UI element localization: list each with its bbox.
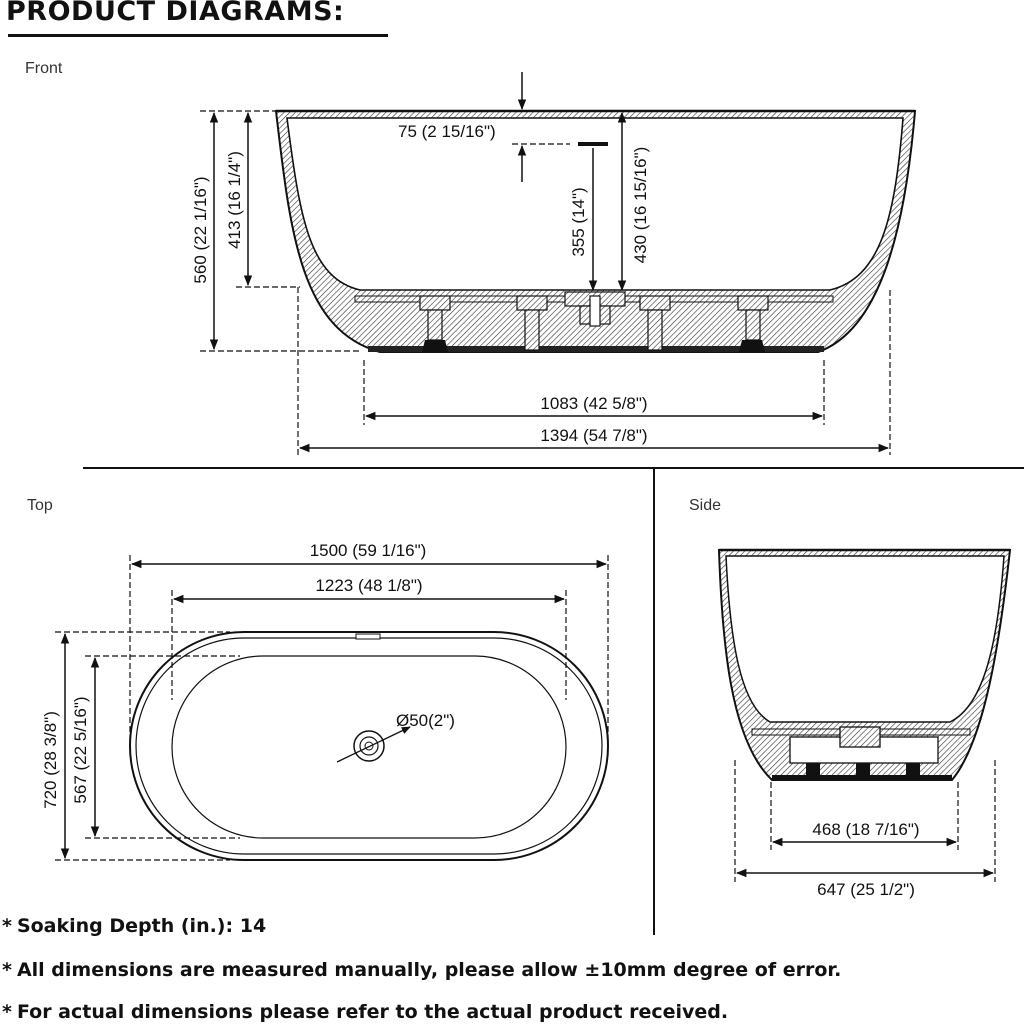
dim-inner-depth: 413 (16 1/4") [225,151,244,249]
dim-total-length: 1394 (54 7/8") [540,426,647,445]
tub-top-outline [129,631,609,861]
dim-base-length: 1083 (42 5/8") [540,394,647,413]
front-view: 560 (22 1/16") 413 (16 1/4") 75 (2 15/16… [191,72,917,455]
dim-total-height: 560 (22 1/16") [191,176,210,283]
note-bullet: * [2,915,12,937]
page-title: PRODUCT DIAGRAMS: [6,0,345,27]
note-soaking-depth: *Soaking Depth (in.): 14 [2,915,266,937]
dim-total-width: 647 (25 1/2") [817,880,915,899]
front-view-label: Front [25,60,63,77]
top-drain [353,730,385,762]
overflow-port [578,142,608,146]
dim-outer-width: 720 (28 3/8") [41,711,60,809]
dim-base-width: 468 (18 7/16") [812,820,919,839]
dim-overflow-height: 355 (14") [569,187,588,256]
dim-drain-diameter: Ø50(2") [396,711,455,730]
soaking-depth-value: 14 [239,915,267,937]
top-view: 1500 (59 1/16") 1223 (48 1/8") 720 (28 3… [41,541,609,861]
dim-inner-width: 567 (22 5/16") [71,696,90,803]
dim-drain-to-rim: 430 (16 15/16") [631,147,650,264]
dim-rim-offset: 75 (2 15/16") [398,122,496,141]
note-actual-dimensions: *For actual dimensions please refer to t… [2,1001,728,1023]
dim-inner-length: 1223 (48 1/8") [315,576,422,595]
note-text: All dimensions are measured manually, pl… [16,959,842,981]
drain-leader-line [336,726,411,763]
drain-assembly [564,291,626,327]
side-view-label: Side [689,497,721,514]
note-text: For actual dimensions please refer to th… [16,1001,729,1023]
tub-side-outline [717,548,1012,781]
note-bullet: * [2,1001,12,1023]
side-view: 468 (18 7/16") 647 (25 1/2") [717,548,1012,899]
note-text: Soaking Depth (in.): [16,915,234,937]
note-bullet: * [2,959,12,981]
title-underline [8,34,388,37]
note-measurement-error: *All dimensions are measured manually, p… [2,959,841,981]
dim-outer-length: 1500 (59 1/16") [310,541,427,560]
support-feet [419,295,769,351]
tub-front-outline [274,109,917,353]
top-view-label: Top [27,497,53,514]
